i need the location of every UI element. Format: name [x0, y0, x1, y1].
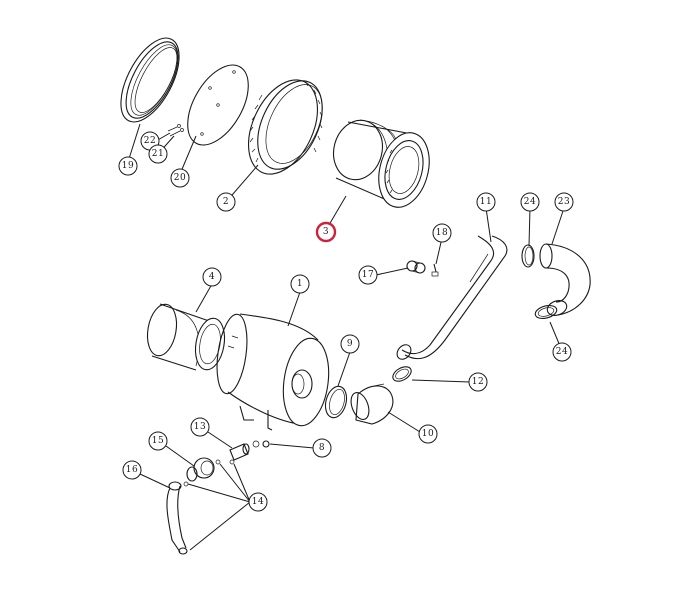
callout-23[interactable]: 23: [554, 192, 574, 212]
callout-2-upper-label: 2: [223, 197, 229, 207]
part-14-washers[interactable]: [183, 459, 235, 487]
callout-21-label: 21: [152, 149, 164, 159]
callout-21[interactable]: 21: [148, 144, 168, 164]
callout-13-label: 13: [194, 422, 206, 432]
part-20-gasket-disc[interactable]: [175, 55, 261, 155]
part-12-hose-clamp[interactable]: [390, 364, 413, 384]
callout-16[interactable]: 16: [122, 460, 142, 480]
callout-1-label: 1: [297, 279, 303, 289]
callout-22-label: 22: [144, 136, 156, 146]
callout-8-label: 8: [319, 443, 325, 453]
part-23-hose-elbow[interactable]: [539, 243, 591, 318]
part-4-safety-filter[interactable]: [144, 302, 229, 372]
callout-10[interactable]: 10: [418, 424, 438, 444]
callout-18[interactable]: 18: [432, 223, 452, 243]
callout-13[interactable]: 13: [190, 417, 210, 437]
part-16-drain-hose[interactable]: [166, 481, 188, 555]
part-11-intake-tube[interactable]: [394, 235, 508, 362]
callout-24-lower[interactable]: 24: [552, 342, 572, 362]
callout-20-label: 20: [174, 173, 186, 183]
callout-15[interactable]: 15: [148, 431, 168, 451]
callout-2-upper[interactable]: 2: [216, 192, 236, 212]
callout-16-label: 16: [126, 465, 138, 475]
callout-23-label: 23: [558, 197, 570, 207]
callout-8[interactable]: 8: [312, 438, 332, 458]
callout-14[interactable]: 14: [248, 492, 268, 512]
part-24-hose-clamp-lower[interactable]: [534, 303, 558, 320]
part-24-hose-clamp-upper[interactable]: [521, 244, 535, 268]
callout-20[interactable]: 20: [170, 168, 190, 188]
callout-24-lower-label: 24: [556, 347, 568, 357]
callout-9-label: 9: [347, 339, 353, 349]
part-21-22-fasteners[interactable]: [167, 124, 184, 137]
callout-17-label: 17: [362, 270, 374, 280]
callout-19-label: 19: [122, 161, 134, 171]
callout-3-highlighted[interactable]: 3: [315, 221, 337, 243]
callout-11[interactable]: 11: [476, 192, 496, 212]
callout-3-label: 3: [323, 227, 329, 237]
part-9-clamp-ring[interactable]: [322, 384, 350, 420]
callout-12-label: 12: [472, 377, 484, 387]
callout-11-label: 11: [480, 197, 492, 207]
part-10-elbow-adapter[interactable]: [348, 383, 394, 425]
part-18-screw[interactable]: [431, 263, 439, 277]
part-15-valve[interactable]: [186, 457, 215, 482]
callout-18-label: 18: [436, 228, 448, 238]
part-8-nut[interactable]: [262, 440, 270, 448]
part-3-filter-cartridge[interactable]: [327, 115, 437, 213]
callout-1[interactable]: 1: [290, 274, 310, 294]
callout-12[interactable]: 12: [468, 372, 488, 392]
callout-10-label: 10: [422, 429, 434, 439]
callout-14-label: 14: [252, 497, 264, 507]
callout-15-label: 15: [152, 436, 164, 446]
callout-24-upper-label: 24: [524, 197, 536, 207]
leader-lines: [127, 123, 565, 551]
callout-4-label: 4: [209, 272, 215, 282]
callout-24-upper[interactable]: 24: [520, 192, 540, 212]
part-1-filter-housing[interactable]: [213, 312, 334, 431]
callout-19[interactable]: 19: [118, 156, 138, 176]
callout-17[interactable]: 17: [358, 265, 378, 285]
callout-4[interactable]: 4: [202, 267, 222, 287]
part-13-adapter-sleeve[interactable]: [229, 440, 260, 461]
part-17-fitting[interactable]: [406, 260, 426, 274]
part-19-gasket-ring[interactable]: [109, 29, 191, 131]
callout-9[interactable]: 9: [340, 334, 360, 354]
part-2-clamp-ring[interactable]: [235, 69, 336, 185]
